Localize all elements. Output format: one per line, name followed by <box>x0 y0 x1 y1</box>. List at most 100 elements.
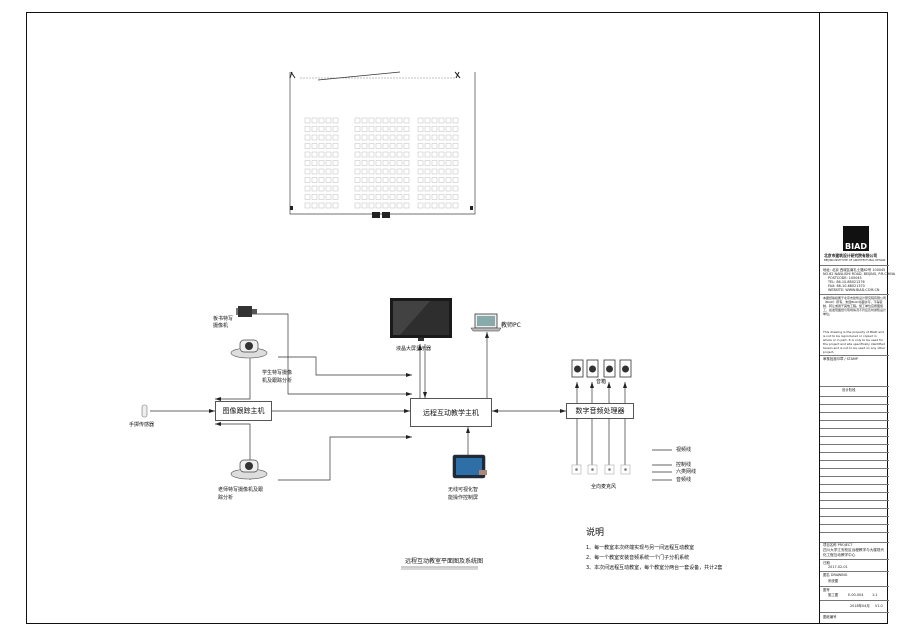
floor-plan-seat <box>396 202 403 209</box>
floor-plan-seat <box>368 143 375 149</box>
floor-plan-seat <box>318 126 325 132</box>
floor-plan-seat <box>354 185 361 192</box>
teacher-camera-icon <box>230 459 268 480</box>
floor-plan-seat <box>382 134 389 141</box>
floor-plan-seat <box>325 126 332 132</box>
floor-plan-seat <box>325 177 332 183</box>
floor-plan-seat <box>375 202 382 209</box>
blackboard-camera-label: 板书特写摄像机 <box>213 316 234 329</box>
website: WEBSITE: WWW.BIAD.COM.CN <box>828 288 880 292</box>
floor-plan-seat <box>368 134 375 141</box>
floor-plan-seat <box>403 160 410 166</box>
floor-plan-seat <box>389 117 396 124</box>
notes-line-1: 1、每一教室本次终端实现与另一间远程互动教室 <box>586 545 695 551</box>
floor-plan-seat <box>445 151 452 158</box>
floor-plan-seat <box>354 117 361 124</box>
floor-plan-seat <box>431 160 438 166</box>
disclaimer-cn: 本图纸版权属于北京市建筑设计研究院有限公司（BIAD）所有，未经BIAD书面许可… <box>823 296 887 316</box>
floor-plan-seat <box>403 168 410 175</box>
floor-plan-seat <box>354 143 361 149</box>
floor-plan-seat <box>438 194 445 200</box>
drawing-no-label: 图号 <box>823 588 830 592</box>
floor-plan-seat <box>332 160 339 166</box>
floor-plan-seat <box>311 126 318 132</box>
floor-plan-seat <box>325 185 332 192</box>
floor-plan-seat <box>318 143 325 149</box>
drawing-frame <box>26 12 888 624</box>
floor-plan-seat <box>417 177 424 183</box>
floor-plan-seat <box>431 202 438 209</box>
floor-plan-seat <box>389 143 396 149</box>
postcode: POSTCODE: 100045 <box>828 276 862 280</box>
floor-plan-seat <box>361 202 368 209</box>
floor-plan-seat <box>304 126 311 132</box>
floor-plan-seat <box>389 202 396 209</box>
floor-plan-seat <box>417 194 424 200</box>
floor-plan-seat <box>318 168 325 175</box>
signal-lines <box>150 313 626 481</box>
floor-plan-seat <box>438 185 445 192</box>
floor-plan-seat <box>445 177 452 183</box>
notes-line-3: 3、本次间远程互动教室，每个教室分两台一套设备，共计2套 <box>586 565 723 571</box>
floor-plan-seat <box>361 151 368 158</box>
floor-plan-seat <box>354 160 361 166</box>
floor-plan-seat <box>445 117 452 124</box>
floor-plan-seat <box>417 168 424 175</box>
floor-plan-seat <box>417 117 424 124</box>
floor-plan-seat <box>361 126 368 132</box>
mics-label: 全向麦克风 <box>591 484 617 490</box>
floor-plan-seat <box>431 151 438 158</box>
floor-plan-seat <box>311 177 318 183</box>
student-camera-label: 学生特写摄像机及跟踪分析 <box>262 370 293 384</box>
floor-plan-seat <box>389 185 396 192</box>
floor-plan-seat <box>368 117 375 124</box>
floor-plan-seat <box>403 194 410 200</box>
student-camera-icon <box>230 339 268 359</box>
floor-plan-seat <box>332 134 339 141</box>
floor-plan-seat <box>332 202 339 209</box>
hand-mic-label: 手掷传感器 <box>129 422 155 428</box>
floor-plan-seat <box>396 185 403 192</box>
floor-plan-seat <box>431 168 438 175</box>
floor-plan-seat <box>375 160 382 166</box>
floor-plan-seat <box>389 177 396 183</box>
floor-plan-seat <box>424 168 431 175</box>
floor-plan-seat <box>438 202 445 209</box>
floor-plan-seat <box>332 177 339 183</box>
floor-plan-seat <box>438 151 445 158</box>
floor-plan-seat <box>396 126 403 132</box>
blackboard-camera-icon <box>236 306 257 317</box>
legend-item-audio: 音频线 <box>676 477 692 483</box>
floor-plan-seat <box>452 126 459 132</box>
floor-plan-seat <box>389 134 396 141</box>
floor-plan-seat <box>304 202 311 209</box>
floor-plan-seat <box>452 117 459 124</box>
project-label: 项目名称 PROJECT <box>823 543 853 547</box>
floor-plan-seat <box>361 194 368 200</box>
floor-plan-seat <box>318 151 325 158</box>
floor-plan-seat <box>445 168 452 175</box>
drawing-label: 图名 DRAWING <box>823 573 848 577</box>
floor-plan-seat <box>424 143 431 149</box>
mic-icons <box>571 464 631 475</box>
floor-plan-seat <box>382 168 389 175</box>
floor-plan-seat <box>424 126 431 132</box>
speaker-icons <box>571 359 632 378</box>
floor-plan-seat <box>325 160 332 166</box>
tel: TEL: 86-10-88021376 <box>828 280 865 284</box>
floor-plan-seat <box>354 126 361 132</box>
design-phase-label: 设计阶段 <box>842 388 856 392</box>
floor-plan-seat <box>332 194 339 200</box>
floor-plan-seat <box>318 202 325 209</box>
floor-plan-seat <box>368 160 375 166</box>
floor-plan-seat <box>332 185 339 192</box>
floor-plan-seat <box>304 194 311 200</box>
floor-plan-seat <box>368 126 375 132</box>
laptop-icon <box>470 313 502 332</box>
floor-plan-seat <box>382 194 389 200</box>
floor-plan-seat <box>361 134 368 141</box>
floor-plan-seat <box>311 143 318 149</box>
floor-plan-seat <box>382 126 389 132</box>
floor-plan-seat <box>332 168 339 175</box>
floor-plan-seat <box>368 177 375 183</box>
